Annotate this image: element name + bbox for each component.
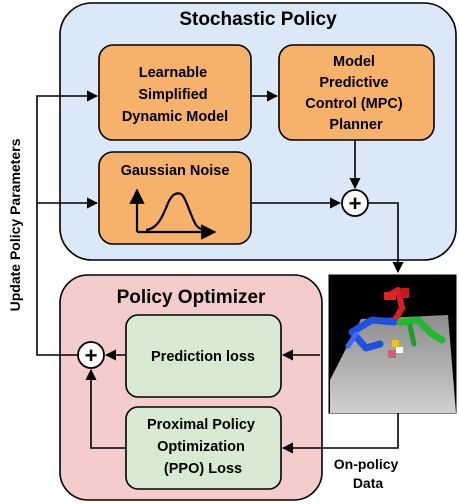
on-policy-data-label: On-policy Data bbox=[334, 456, 402, 491]
dynamic-model-line-1: Learnable bbox=[139, 65, 208, 81]
ppo-line-1: Proximal Policy bbox=[147, 417, 255, 433]
mpc-line-2: Predictive bbox=[319, 75, 388, 91]
ppo-loss-label: Proximal Policy Optimization (PPO) Loss bbox=[147, 417, 259, 477]
gaussian-curve-icon bbox=[129, 188, 217, 240]
mpc-line-1: Model bbox=[333, 54, 375, 70]
sim-to-ppo-arrow bbox=[281, 413, 399, 454]
dynamic-model-label: Learnable Simplified Dynamic Model bbox=[122, 65, 228, 125]
ppo-line-3: (PPO) Loss bbox=[164, 461, 242, 477]
gaussian-noise-label: Gaussian Noise bbox=[121, 163, 230, 179]
policy-sum-symbol: + bbox=[349, 191, 362, 216]
robot-simulation-image bbox=[328, 274, 457, 414]
ppo-line-2: Optimization bbox=[157, 439, 245, 455]
dynamic-model-line-2: Simplified bbox=[138, 87, 207, 103]
prediction-loss-label: Prediction loss bbox=[151, 349, 255, 365]
stochastic-policy-title: Stochastic Policy bbox=[179, 9, 337, 30]
dynamic-model-line-3: Dynamic Model bbox=[122, 109, 228, 125]
sum-to-sim-arrow bbox=[368, 202, 404, 274]
ppo-to-sum-arrow bbox=[85, 368, 126, 449]
mpc-planner-box bbox=[278, 44, 435, 141]
prediction-loss-box bbox=[125, 314, 282, 398]
policy-optimizer-title: Policy Optimizer bbox=[117, 287, 266, 308]
on-policy-data-line-2: Data bbox=[353, 475, 384, 491]
update-policy-parameters-label: Update Policy Parameters bbox=[7, 138, 23, 311]
update-feedback-line bbox=[36, 90, 99, 356]
on-policy-data-line-1: On-policy bbox=[334, 456, 399, 472]
optimizer-sum-symbol: + bbox=[85, 343, 98, 368]
mpc-line-4: Planner bbox=[329, 117, 383, 133]
mpc-planner-label: Model Predictive Control (MPC) Planner bbox=[305, 54, 406, 133]
mpc-line-3: Control (MPC) bbox=[305, 96, 403, 112]
dynamic-model-box bbox=[98, 44, 252, 141]
